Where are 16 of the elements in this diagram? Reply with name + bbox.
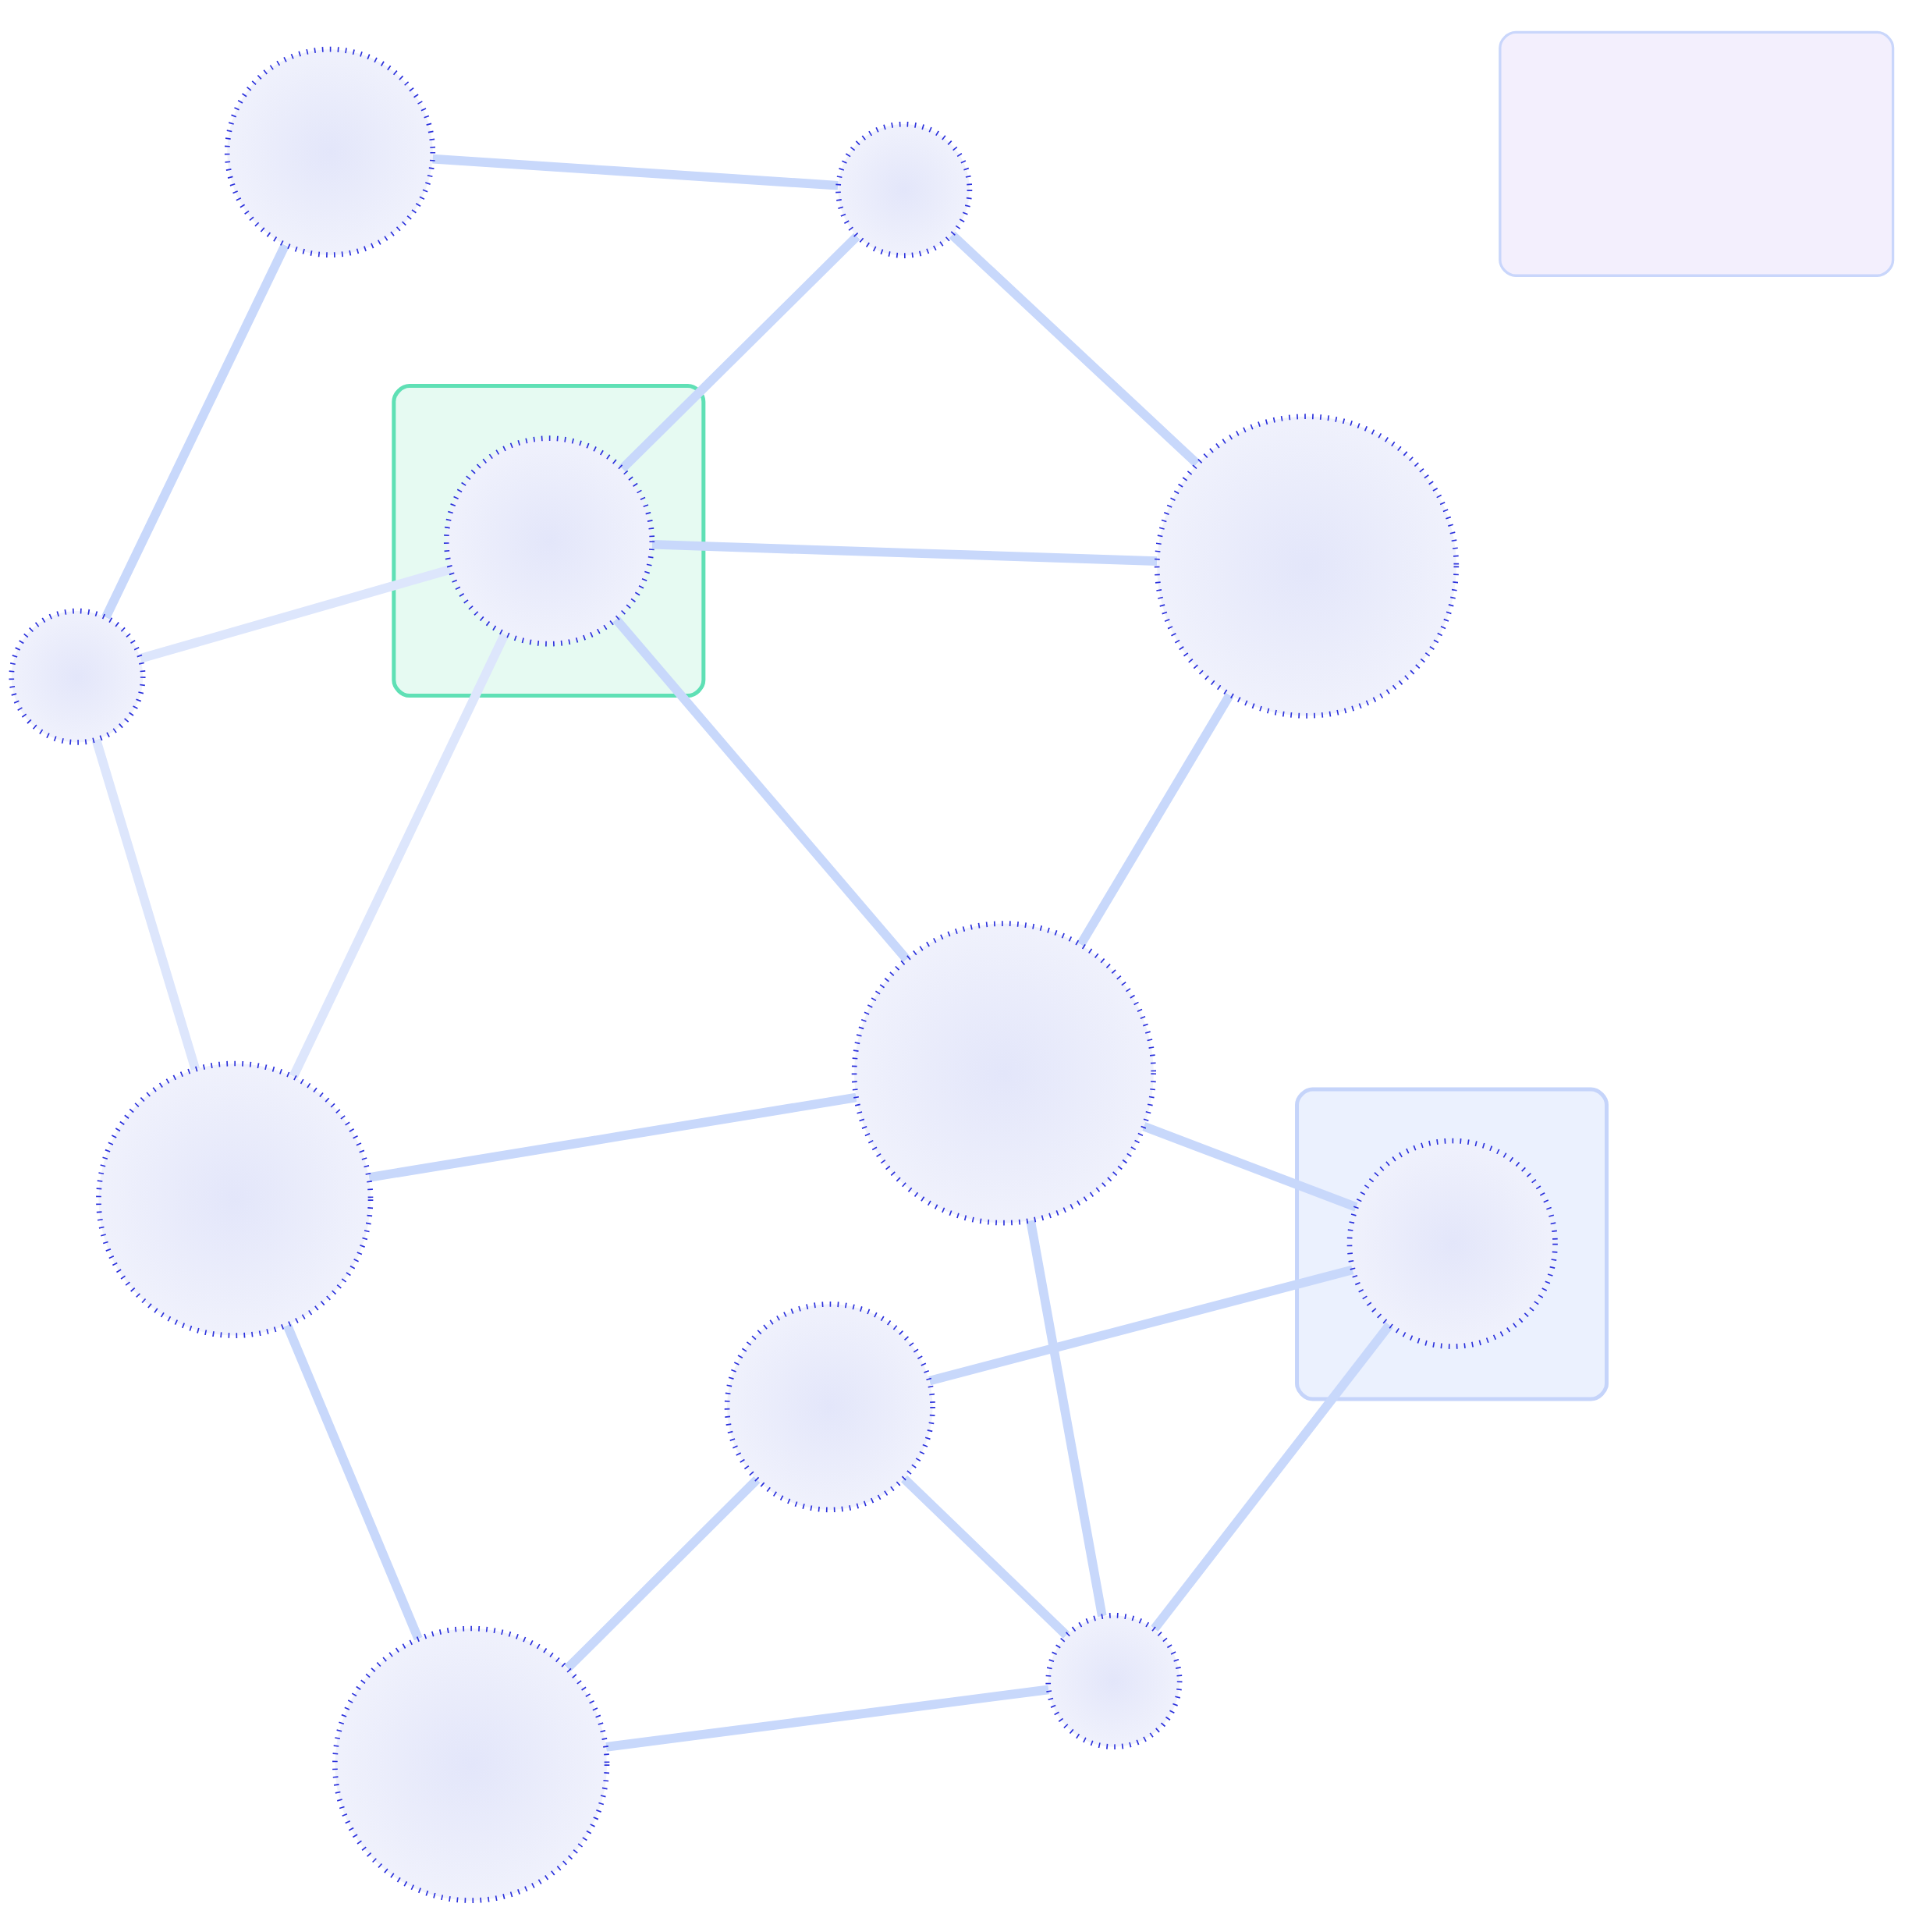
connector xyxy=(1151,1322,1393,1632)
node-circle xyxy=(835,121,973,258)
cluster xyxy=(1295,1086,1609,1401)
node-circle xyxy=(96,1060,374,1338)
cluster xyxy=(392,383,706,698)
node-circle xyxy=(851,920,1157,1226)
connector xyxy=(1077,692,1234,947)
node-circle xyxy=(332,1625,610,1903)
node-circle xyxy=(9,608,146,745)
node-circle xyxy=(224,46,436,257)
node-circle xyxy=(1154,413,1460,719)
node-circle xyxy=(1045,1612,1183,1749)
node-circle xyxy=(443,435,655,647)
node-circle xyxy=(724,1301,935,1512)
node-box xyxy=(1499,30,1895,277)
node-circle xyxy=(1346,1138,1558,1349)
